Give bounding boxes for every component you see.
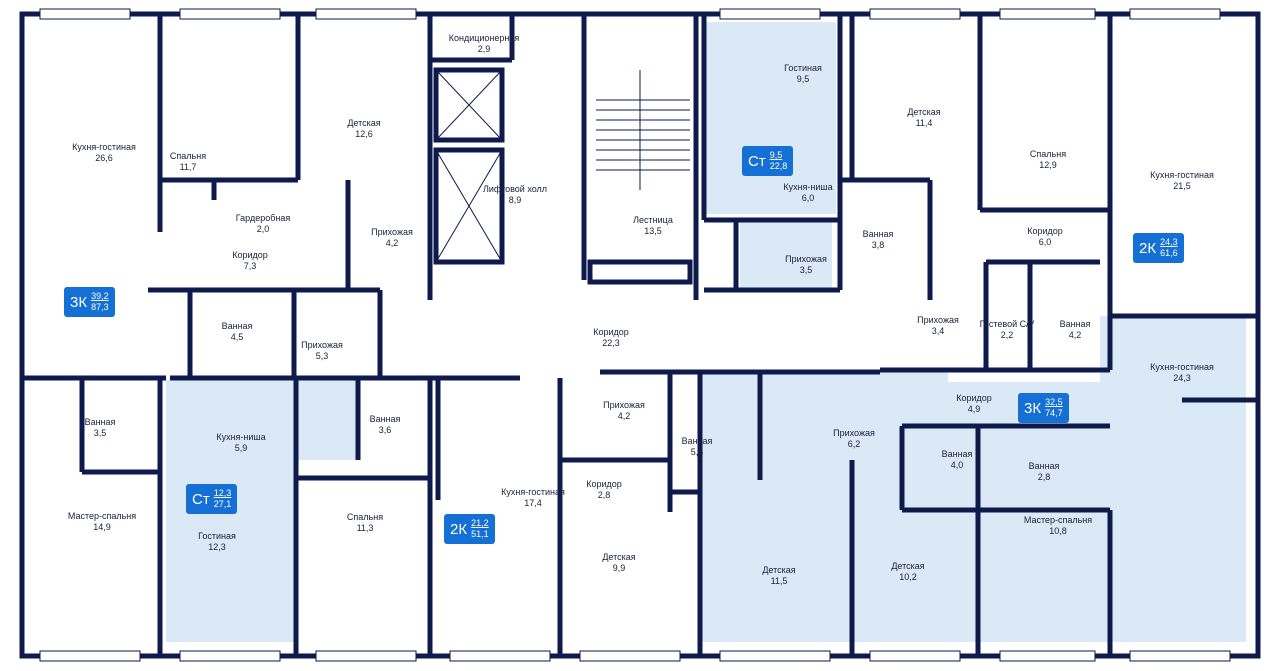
total-area: 61,6 <box>1160 248 1178 258</box>
total-area: 22,8 <box>769 161 788 171</box>
living-area: 32,5 <box>1045 397 1063 407</box>
total-area: 51,1 <box>471 529 489 539</box>
facade-windows <box>39 8 1231 662</box>
living-area: 39,2 <box>91 291 109 301</box>
living-area: 21,2 <box>471 518 489 528</box>
apartment-type: 2К <box>450 520 468 538</box>
stair-treads <box>596 70 690 190</box>
wall-lines <box>19 11 1261 659</box>
apartment-type: Ст <box>748 152 766 170</box>
apartment-type: 2К <box>1139 239 1157 257</box>
lift-shafts <box>435 69 503 263</box>
living-area: 9,5 <box>769 150 783 160</box>
living-area: 12,3 <box>213 488 232 498</box>
apartment-type: 3К <box>70 293 88 311</box>
total-area: 74,7 <box>1045 408 1063 418</box>
apartment-type: 3К <box>1024 399 1042 417</box>
total-area: 87,3 <box>91 302 109 312</box>
apartment-type: Ст <box>192 490 210 508</box>
total-area: 27,1 <box>213 499 232 509</box>
living-area: 24,3 <box>1160 237 1178 247</box>
